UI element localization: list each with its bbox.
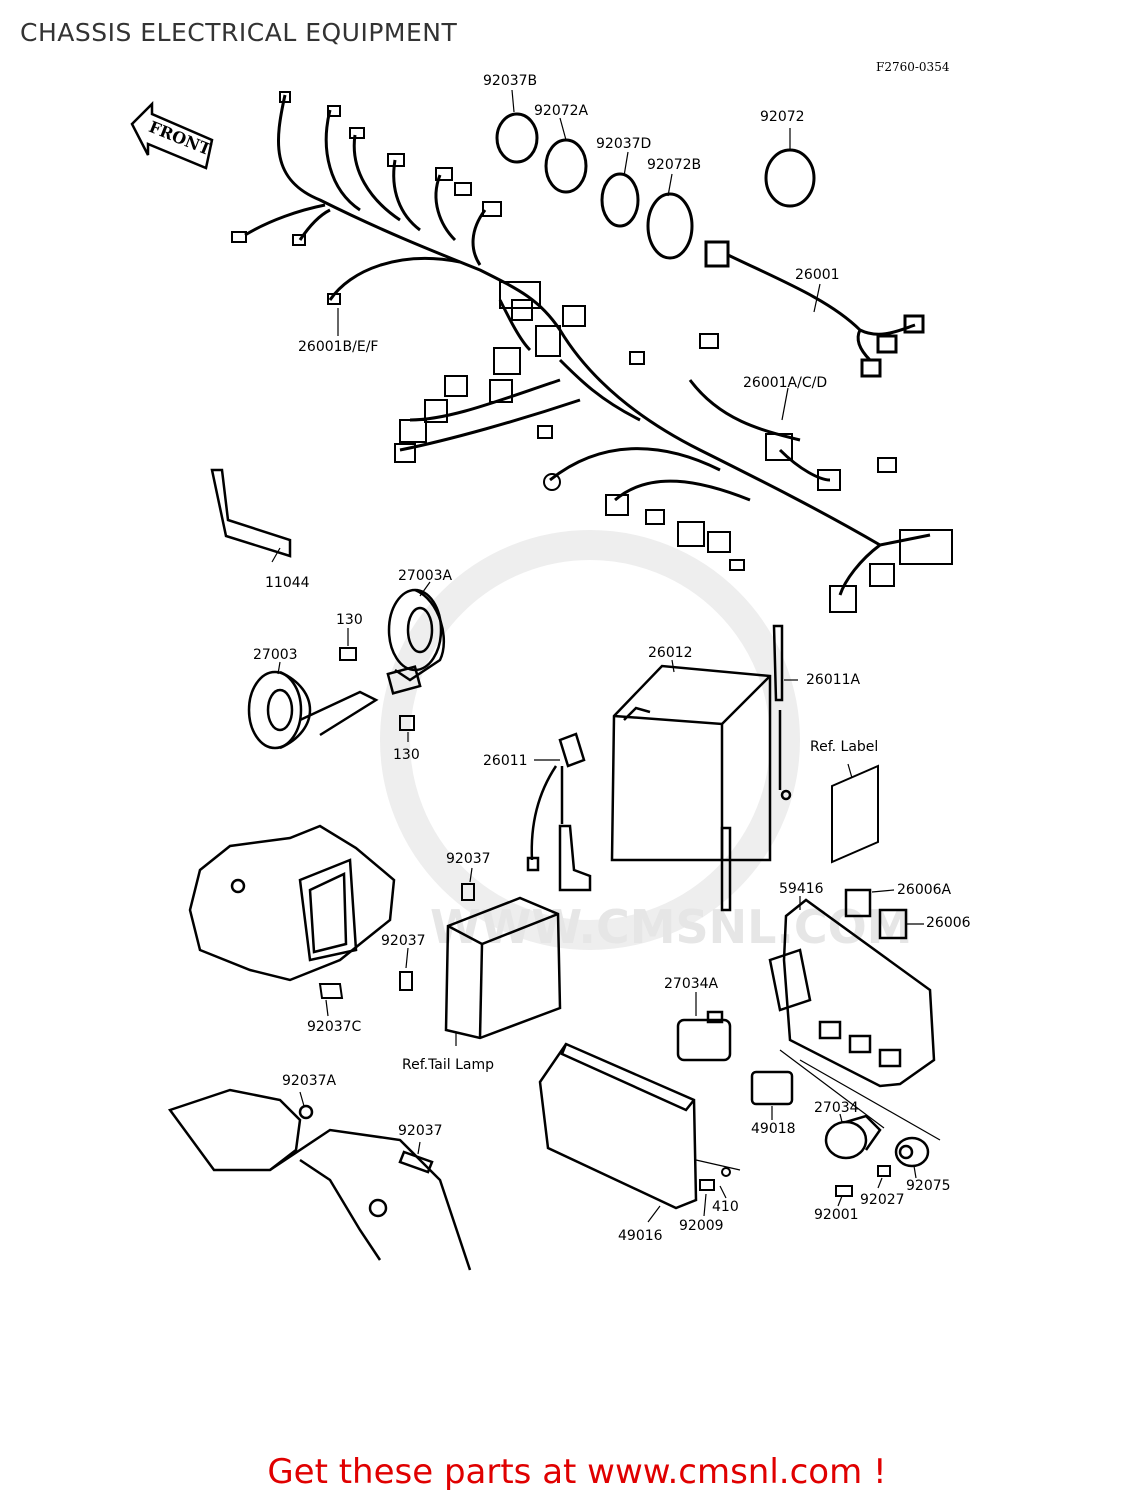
fasteners-lower-right <box>699 1165 891 1197</box>
harness-connectors <box>231 91 953 613</box>
part-label-26011[interactable]: 26011 <box>483 753 528 769</box>
battery-cable-26011a <box>720 624 792 912</box>
part-label-26006[interactable]: 26006 <box>926 915 971 931</box>
part-label-92037-upper[interactable]: 92037 <box>446 851 491 867</box>
page-title: CHASSIS ELECTRICAL EQUIPMENT <box>20 18 458 47</box>
figure-code: F2760-0354 <box>876 60 950 74</box>
part-label-92027[interactable]: 92027 <box>860 1192 905 1208</box>
part-label-92001[interactable]: 92001 <box>814 1207 859 1223</box>
part-label-49018[interactable]: 49018 <box>751 1121 796 1137</box>
footer-link[interactable]: Get these parts at www.cmsnl.com ! <box>0 1452 1146 1492</box>
horn-27003 <box>247 670 379 750</box>
part-label-26001bef[interactable]: 26001B/E/F <box>298 339 379 355</box>
cover-49016 <box>538 1042 698 1210</box>
part-label-92037d[interactable]: 92037D <box>596 136 652 152</box>
watermark-url: WWW.CMSNL.COM <box>430 900 913 954</box>
part-label-59416[interactable]: 59416 <box>779 881 824 897</box>
part-label-92037c[interactable]: 92037C <box>307 1019 362 1035</box>
part-label-26001[interactable]: 26001 <box>795 267 840 283</box>
part-label-27003[interactable]: 27003 <box>253 647 298 663</box>
front-arrow-icon: FRONT <box>130 100 214 170</box>
bracket-11044 <box>210 468 292 558</box>
part-label-27003a[interactable]: 27003A <box>398 568 453 584</box>
part-label-26001acd[interactable]: 26001A/C/D <box>743 375 828 391</box>
junction-box-59416 <box>768 898 936 1088</box>
wiring-harness-26001 <box>244 94 931 596</box>
footer-text[interactable]: Get these parts at www.cmsnl.com ! <box>267 1452 887 1492</box>
part-label-26006a[interactable]: 26006A <box>897 882 952 898</box>
part-label-92072a[interactable]: 92072A <box>534 103 589 119</box>
band-clamps <box>495 112 816 260</box>
part-label-130-lower[interactable]: 130 <box>393 747 420 763</box>
tail-lamp-box <box>444 896 562 1040</box>
horn-27003a <box>386 588 445 695</box>
grommet-92075 <box>894 1136 930 1168</box>
rear-frame-lower <box>167 1088 472 1271</box>
front-label: FRONT <box>146 117 214 159</box>
rear-fender-assembly <box>188 824 396 982</box>
battery-cable-26011 <box>526 732 592 892</box>
part-label-11044[interactable]: 11044 <box>265 575 310 591</box>
part-label-26011a[interactable]: 26011A <box>806 672 861 688</box>
part-label-92072[interactable]: 92072 <box>760 109 805 125</box>
part-label-410[interactable]: 410 <box>712 1199 739 1215</box>
relay-49018 <box>750 1070 794 1106</box>
part-label-92037a[interactable]: 92037A <box>282 1073 337 1089</box>
part-label-92037b[interactable]: 92037B <box>483 73 538 89</box>
part-label-27034[interactable]: 27034 <box>814 1100 859 1116</box>
part-label-26012[interactable]: 26012 <box>648 645 693 661</box>
ref-label-card <box>831 764 879 864</box>
part-label-92037-mid[interactable]: 92037 <box>381 933 426 949</box>
part-label-27034a[interactable]: 27034A <box>664 976 719 992</box>
ref-label-text: Ref. Label <box>810 739 879 755</box>
part-label-92075[interactable]: 92075 <box>906 1178 951 1194</box>
battery-26012 <box>610 664 772 862</box>
part-label-49016[interactable]: 49016 <box>618 1228 663 1244</box>
part-label-92009[interactable]: 92009 <box>679 1218 724 1234</box>
flasher-27034 <box>824 1114 882 1160</box>
relay-27034a <box>676 1010 732 1062</box>
bolts-130 <box>339 647 415 731</box>
leader-lines <box>271 89 941 1223</box>
sub-harness-26001 <box>704 240 925 378</box>
clamps-92037 <box>318 883 475 999</box>
part-label-92072b[interactable]: 92072B <box>647 157 702 173</box>
ref-tail-lamp-text: Ref.Tail Lamp <box>402 1057 495 1073</box>
part-label-130-upper[interactable]: 130 <box>336 612 363 628</box>
part-label-92037-lower[interactable]: 92037 <box>398 1123 443 1139</box>
